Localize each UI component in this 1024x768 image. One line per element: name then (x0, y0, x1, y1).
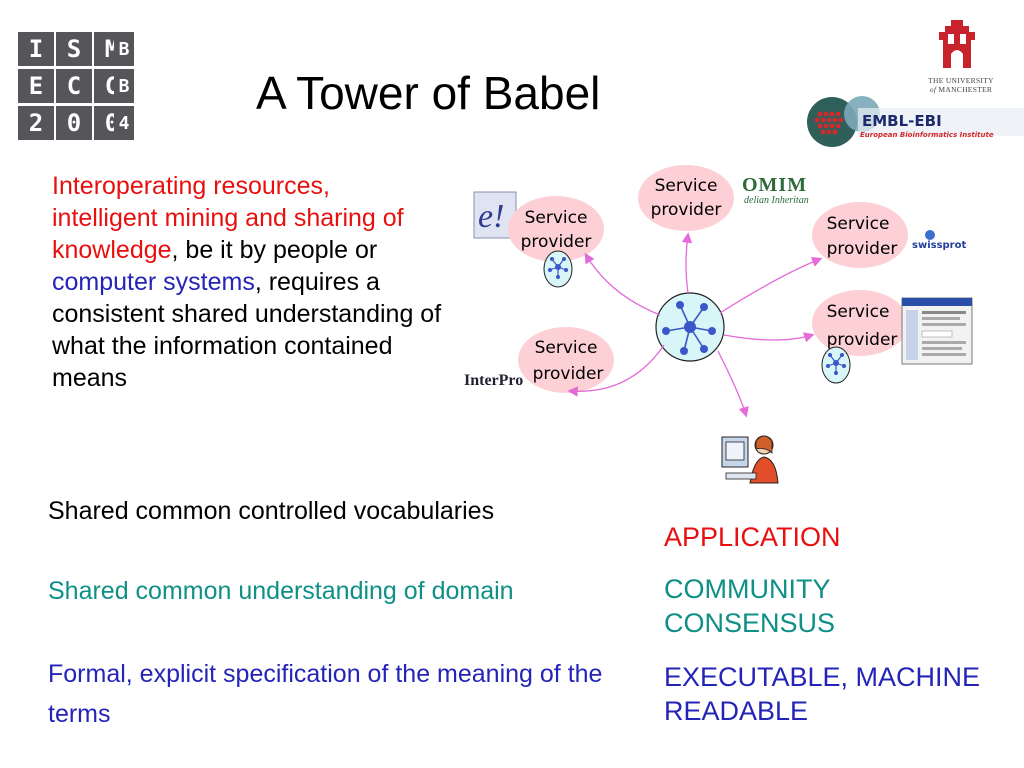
manchester-logo-text: THE UNIVERSITY of MANCHESTER (918, 76, 1004, 94)
omim-logo-text: OMIM (742, 174, 807, 196)
ismb-logo-cell: 0 (56, 106, 92, 140)
interpro-logo-text: InterPro (464, 372, 523, 389)
service-provider-label: Service (827, 214, 890, 234)
ismb-logo-cell: E (18, 69, 54, 103)
paragraph-text: , be it by people or (171, 236, 378, 264)
paragraph-text: , requires a consistent shared understan… (52, 268, 442, 392)
service-provider-bubble (518, 327, 614, 393)
service-provider-label: provider (827, 239, 898, 259)
service-provider-label: provider (533, 364, 604, 384)
ismb-logo-cell: S (56, 32, 92, 66)
manchester-name: MANCHESTER (938, 85, 993, 94)
embl-ebi-logo (807, 96, 1024, 147)
ismb-logo-cell: C (56, 69, 92, 103)
slide-title: A Tower of Babel (256, 67, 601, 119)
manchester-line2: of MANCHESTER (918, 85, 1004, 94)
shared-vocabularies-item: Shared common controlled vocabularies (48, 497, 495, 525)
swissprot-logo-text: swissprot (912, 240, 966, 251)
service-provider-label: provider (651, 200, 722, 220)
network-node-icon (543, 250, 573, 288)
executable-machine-readable-label: EXECUTABLE, MACHINE READABLE (664, 662, 981, 726)
ismb-logo-cell: I (18, 32, 54, 66)
service-provider-label: Service (535, 338, 598, 358)
paragraph-highlight-red: Interoperating resources, intelligent mi… (52, 172, 404, 264)
service-provider-label: Service (827, 302, 890, 322)
ismb-logo-cell: C (94, 69, 130, 103)
manchester-crest-icon (939, 20, 975, 68)
manchester-line1: THE UNIVERSITY (928, 76, 994, 85)
user-at-computer-icon (721, 435, 779, 484)
ismb-logo-cell: 0 (94, 106, 130, 140)
paragraph-highlight-blue: computer systems (52, 268, 255, 296)
ismb-logo-cell: 2 (18, 106, 54, 140)
central-hub-network-icon (655, 292, 725, 362)
application-label: APPLICATION (664, 522, 841, 552)
network-node-icon (821, 346, 851, 384)
interoperation-paragraph: Interoperating resources, intelligent mi… (52, 170, 442, 394)
embl-ebi-subtitle: European Bioinformatics Institute (860, 131, 994, 139)
service-provider-label: provider (521, 232, 592, 252)
service-provider-label: Service (655, 176, 718, 196)
shared-understanding-item: Shared common understanding of domain (48, 577, 514, 605)
formal-specification-item: Formal, explicit specification of the me… (48, 660, 603, 728)
service-provider-bubble (638, 165, 734, 231)
service-provider-bubble (508, 196, 604, 262)
service-provider-bubble (812, 290, 908, 356)
connection-arrows (567, 232, 823, 418)
service-provider-diagram: e! Service provider Service provider Ser… (464, 165, 973, 484)
embl-ebi-name: EMBL-EBI (862, 112, 942, 130)
ensembl-logo: e! (473, 191, 517, 239)
swissprot-logo: swissprot (912, 230, 966, 251)
service-provider-label: Service (525, 208, 588, 228)
omim-logo-subtext: delian Inheritan (744, 195, 809, 206)
ismb-eccb-2004-logo: I S M E C C 2 0 0 (18, 32, 134, 142)
ensembl-logo-text: e! (478, 198, 504, 235)
ismb-logo-cell: M (94, 32, 130, 66)
web-page-thumbnail (901, 297, 973, 365)
service-provider-bubble (812, 202, 908, 268)
manchester-of: of (929, 85, 937, 94)
community-consensus-label: COMMUNITY CONSENSUS (664, 574, 836, 638)
service-provider-label: provider (827, 330, 898, 350)
